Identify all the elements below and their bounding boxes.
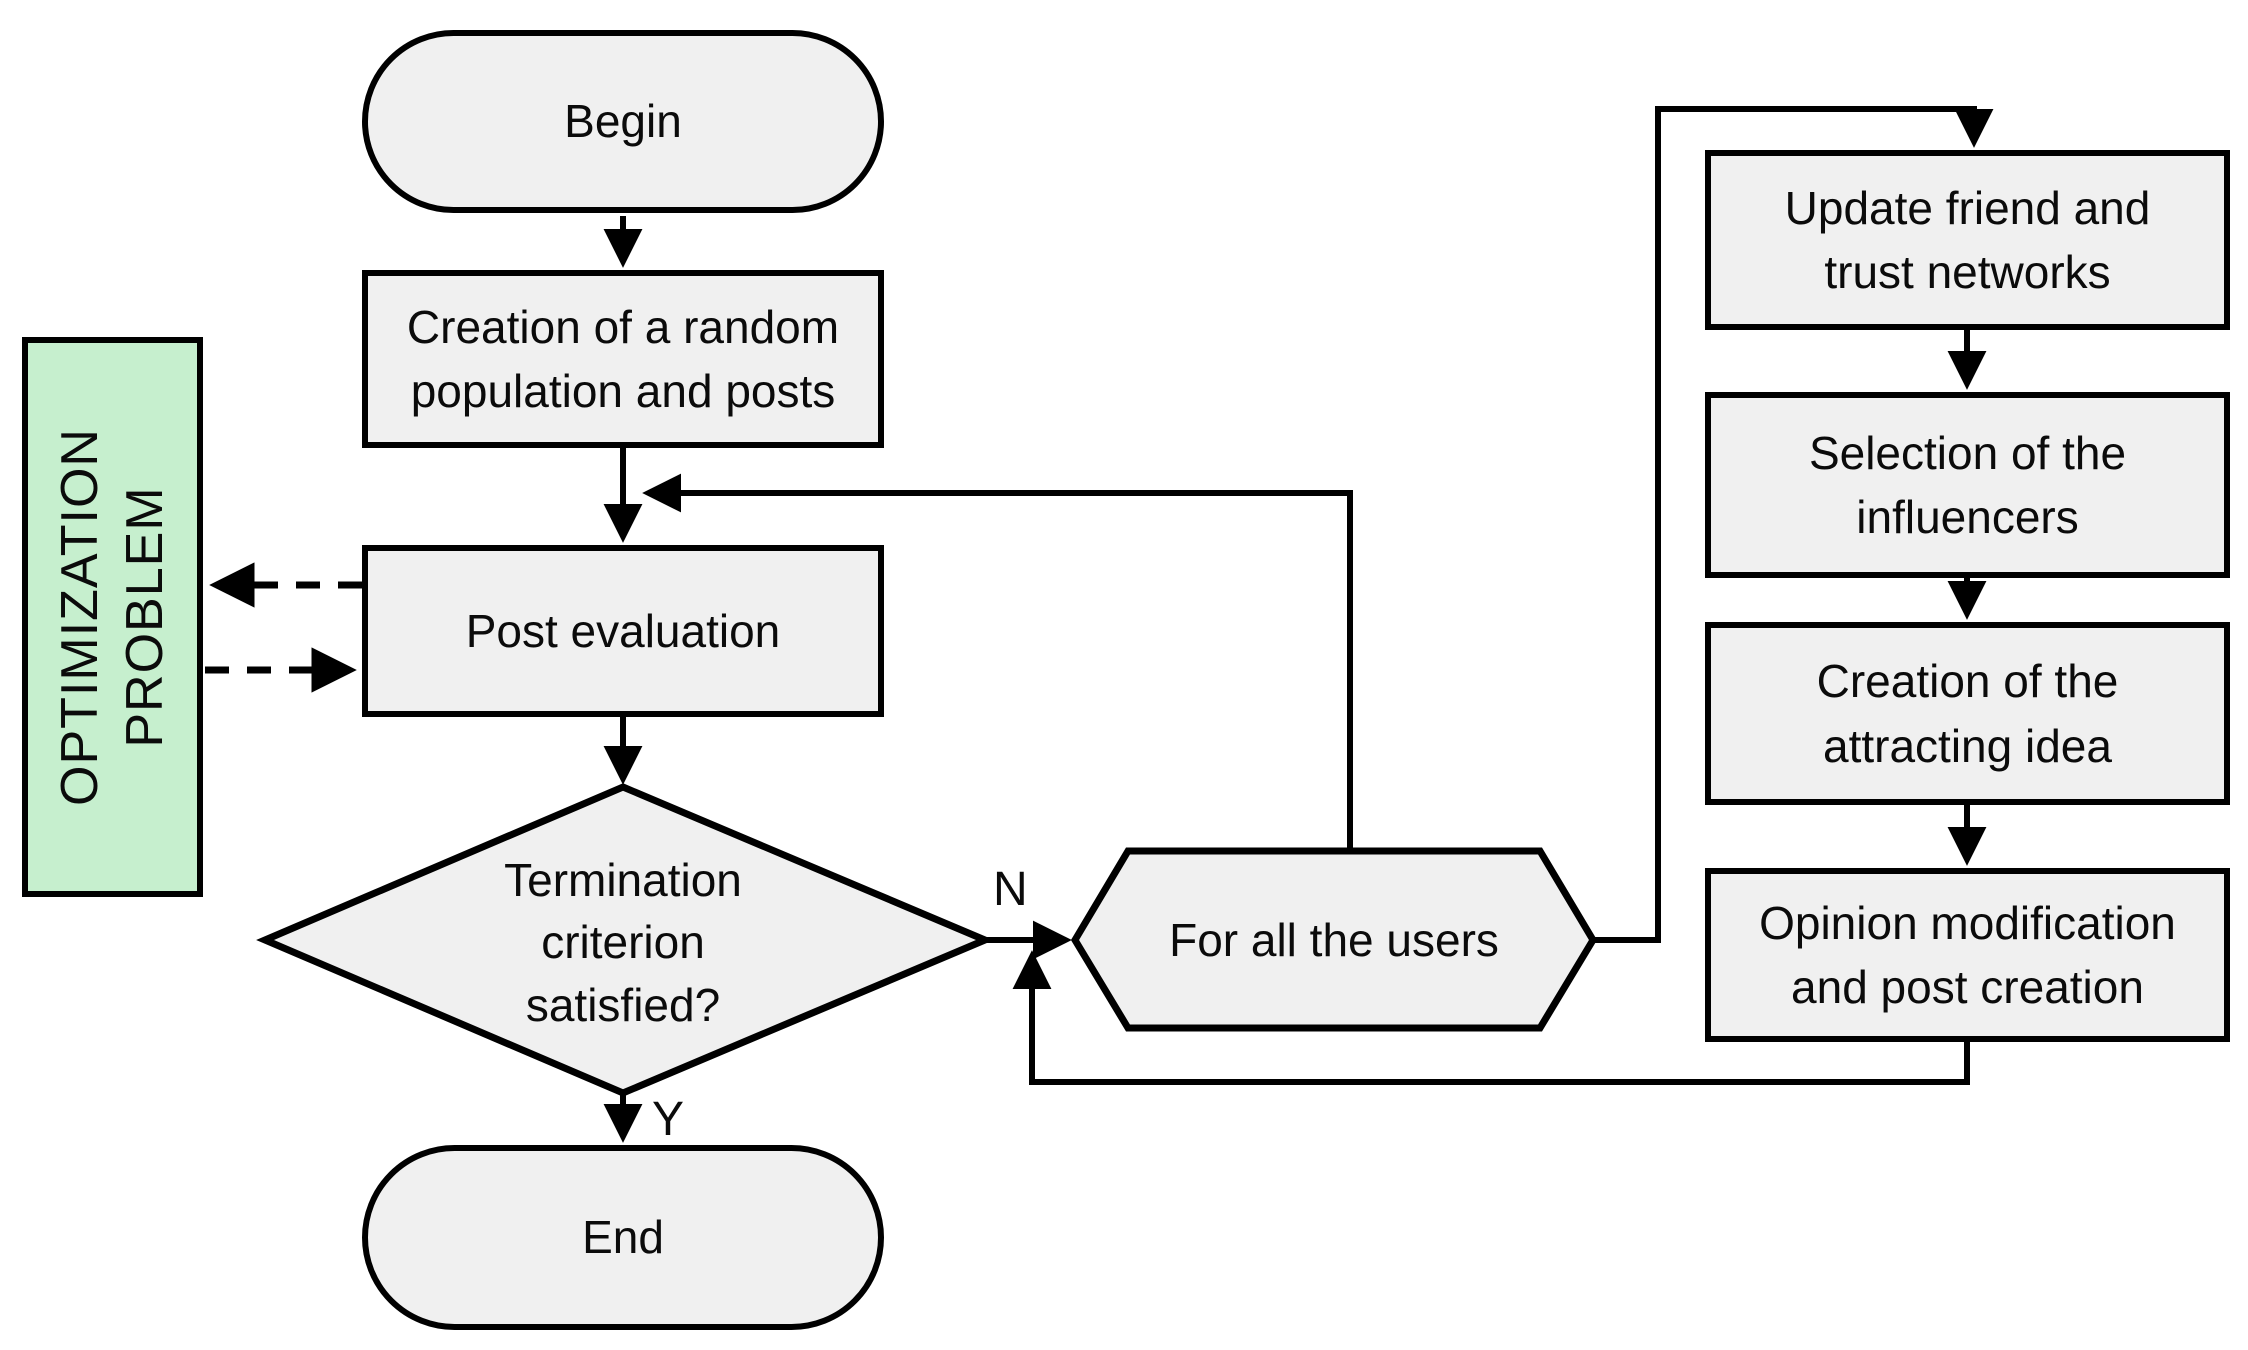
opinion-modification-process: Opinion modification and post creation (1705, 868, 2230, 1042)
branch-label-yes: Y (652, 1093, 685, 1146)
edge-for-all-users-to-post-evaluation (642, 473, 1353, 851)
branch-label-no: N (993, 863, 1028, 916)
creation-idea-process: Creation of the attracting idea (1705, 622, 2230, 805)
edge-opinion-return-loop (1012, 950, 1970, 1085)
optimization-problem-label: OPTIMIZATION PROBLEM (50, 428, 174, 806)
creation-population-process: Creation of a random population and post… (362, 270, 884, 448)
edge-hexagon-to-update-networks (1593, 106, 1994, 943)
post-evaluation-process: Post evaluation (362, 545, 884, 717)
selection-influencers-process: Selection of the influencers (1705, 392, 2230, 578)
begin-terminator: Begin (362, 30, 884, 213)
loop-hexagon-label: For all the users (1169, 913, 1499, 966)
decision-diamond-label: Termination criterion satisfied? (504, 854, 742, 1031)
end-terminator: End (362, 1145, 884, 1330)
update-networks-process: Update friend and trust networks (1705, 150, 2230, 330)
optimization-problem-box: OPTIMIZATION PROBLEM (22, 337, 203, 897)
